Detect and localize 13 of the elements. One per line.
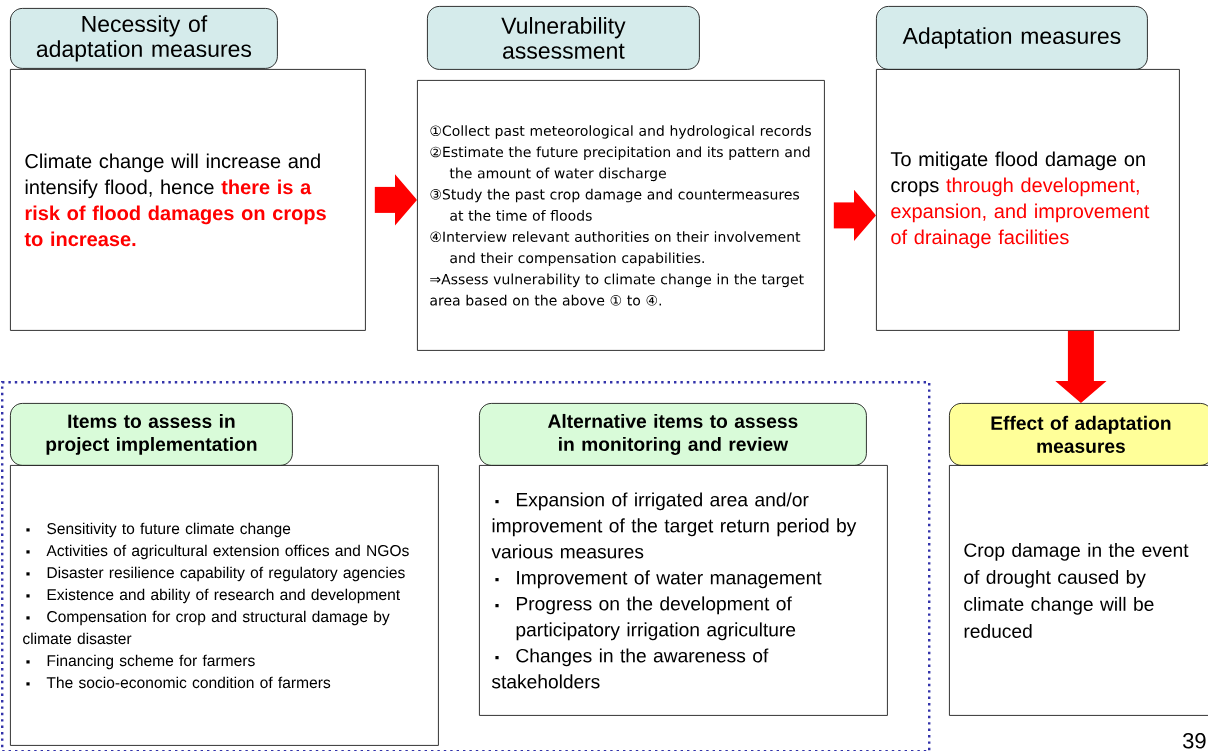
text-box: To mitigate flood damage on crops through development, expansion, and improvement of drainage facilities xyxy=(876,69,1180,331)
heading-tab: Necessity of adaptation measures xyxy=(10,8,278,69)
heading-tab: Alternative items to assess in monitoring and review xyxy=(479,403,867,466)
text-box: Expansion of irrigated area and/or improvement of the target return period by various measures Improvement of water management Progress on the development of participatory irrigation agriculture Changes in the awareness of stakeholders xyxy=(479,465,888,716)
text-box: Crop damage in the event of drought caused by climate change will be reduced xyxy=(949,465,1208,716)
heading-tab: Items to assess in project implementation xyxy=(10,403,293,466)
text-box: ①Collect past meteorological and hydrological records ②Estimate the future precipitation and its pattern and the amount of water discharge ③Study the past crop damage and countermeasures at the time of floods ④Interview relevant authorities on their involvement and their compensation capabilities. ⇒Assess vulnerability to climate change in the target area based on the above ① to ④. xyxy=(417,80,825,351)
text-box: Sensitivity to future climate change Activities of agricultural extension offices and NGOs Disaster resilience capability of regulatory agencies Existence and ability of research and development Compensation for crop and structural damage by climate disaster Financing scheme for farmers The socio-economic condition of farmers xyxy=(10,465,439,746)
heading-tab: Vulnerability assessment xyxy=(427,6,700,70)
dotted-frame xyxy=(1,381,931,751)
heading-tab: Adaptation measures xyxy=(876,6,1148,70)
heading-tab: Effect of adaptation measures xyxy=(949,403,1208,466)
text-box: Climate change will increase and intensify flood, hence there is a risk of flood damages on crops to increase. xyxy=(10,69,366,331)
